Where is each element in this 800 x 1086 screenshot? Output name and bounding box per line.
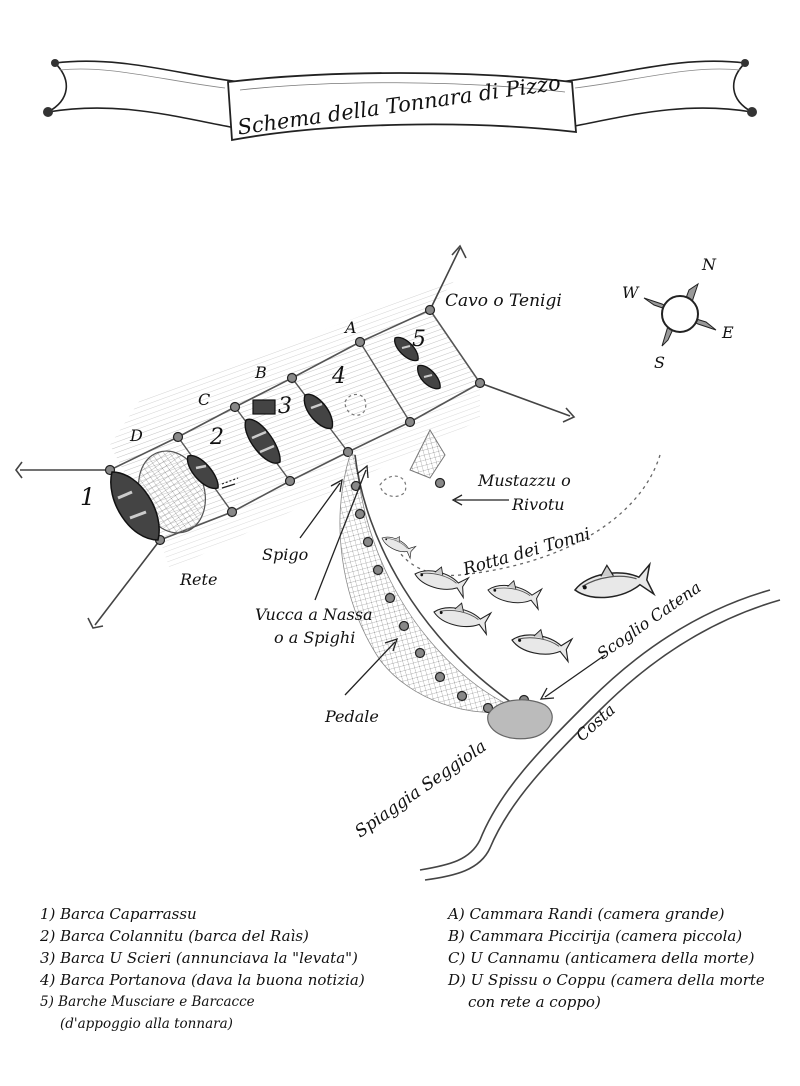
legend-boats: 1) Barca Caparrassu 2) Barca Colannitu (… [40, 903, 365, 1035]
scoglio-catena-rock [487, 699, 553, 740]
legend-item: 2) Barca Colannitu (barca del Raìs) [40, 927, 309, 945]
label-costa: Costa [572, 700, 619, 745]
compass-w: W [622, 283, 640, 302]
label-rotta: Rotta dei Tonni [460, 524, 593, 580]
boat-number-4: 4 [331, 364, 346, 389]
label-vucca-2: o a Spighi [274, 628, 355, 647]
title-banner: Schema della Tonnara di Pizzo [43, 59, 757, 142]
boat-number-5: 5 [412, 327, 426, 352]
chamber-a: A [343, 318, 357, 337]
legend-item: 5) Barche Musciare e Barcacce [40, 994, 255, 1010]
legend-item: D) U Spissu o Coppu (camera della morte [448, 971, 765, 989]
legend-item-cont: con rete a coppo) [448, 991, 765, 1013]
chamber-d: D [129, 426, 143, 445]
legend-item: B) Cammara Piccirija (camera piccola) [448, 927, 743, 945]
boat-1 [110, 471, 160, 541]
label-vucca-1: Vucca a Nassa [255, 605, 373, 624]
chamber-c: C [198, 390, 210, 409]
legend-chambers: A) Cammara Randi (camera grande) B) Camm… [448, 903, 765, 1013]
legend-item: 1) Barca Caparrassu [40, 905, 197, 923]
legend-item: 3) Barca U Scieri (annunciava la "levata… [40, 949, 358, 967]
label-pedale: Pedale [324, 707, 379, 726]
compass-n: N [701, 255, 717, 274]
legend-item-text: (d'appoggio alla tonnara) [60, 1016, 233, 1032]
boat-4 [303, 393, 334, 430]
boat-number-1: 1 [80, 483, 95, 511]
chamber-b: B [254, 363, 267, 382]
coastline [419, 589, 781, 881]
label-rete: Rete [179, 570, 217, 589]
boat-2 [186, 455, 219, 489]
label-mustazzu-1: Mustazzu o [477, 471, 571, 490]
tonnara-net [109, 280, 481, 570]
compass-rose: N E S W [622, 255, 734, 372]
boat-3 [244, 399, 281, 464]
legend-item-text: con rete a coppo) [468, 993, 601, 1011]
boat-number-2: 2 [209, 425, 224, 450]
legend-item: A) Cammara Randi (camera grande) [448, 905, 725, 923]
label-cavo: Cavo o Tenigi [445, 291, 562, 311]
label-arrows [221, 464, 606, 700]
anchor-lines [15, 244, 576, 629]
boat-number-3: 3 [278, 394, 292, 419]
compass-s: S [654, 353, 665, 372]
label-spiaggia: Spiaggia Seggiola [351, 736, 490, 842]
legend-item: C) U Cannamu (anticamera della morte) [448, 949, 755, 967]
label-mustazzu-2: Rivotu [511, 495, 565, 514]
compass-e: E [721, 323, 734, 342]
legend-item-cont: (d'appoggio alla tonnara) [40, 1013, 365, 1035]
boat-5 [394, 336, 441, 390]
label-spigo: Spigo [262, 545, 308, 564]
legend-item: 4) Barca Portanova (dava la buona notizi… [40, 971, 365, 989]
